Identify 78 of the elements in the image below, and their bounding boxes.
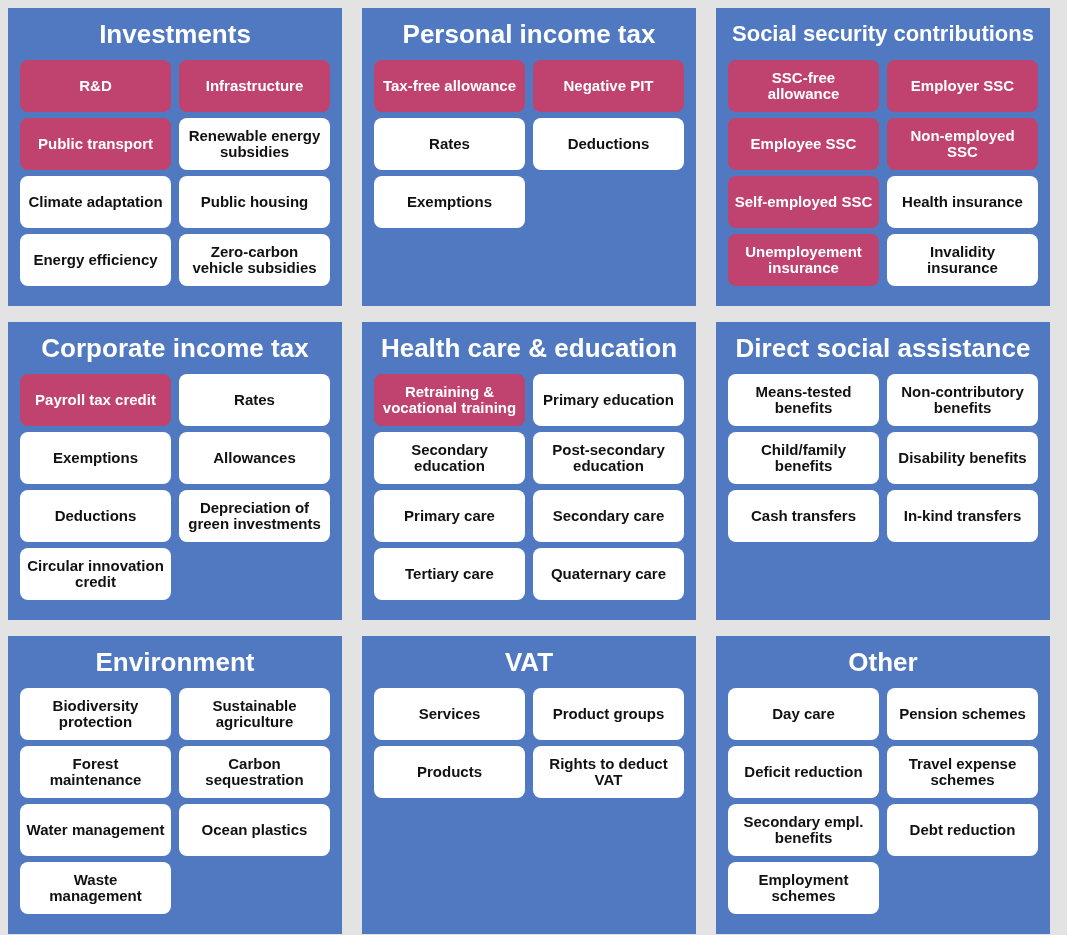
panel-title: Environment [94, 646, 256, 679]
item-box: Cash transfers [728, 490, 879, 542]
item-box: Deductions [533, 118, 684, 170]
item-box: Means-tested benefits [728, 374, 879, 426]
item-box: Climate adaptation [20, 176, 171, 228]
item-box: Allowances [179, 432, 330, 484]
item-box: Rates [374, 118, 525, 170]
highlighted-item-box: Retraining & vocational training [374, 374, 525, 426]
item-box: Invalidity insurance [887, 234, 1038, 286]
highlighted-item-box: Payroll tax credit [20, 374, 171, 426]
item-box: Health insurance [887, 176, 1038, 228]
item-box: Deficit reduction [728, 746, 879, 798]
item-box: Rights to deduct VAT [533, 746, 684, 798]
item-box: Zero-carbon vehicle subsidies [179, 234, 330, 286]
item-box: Quaternary care [533, 548, 684, 600]
item-box: Ocean plastics [179, 804, 330, 856]
category-panel [362, 8, 696, 306]
highlighted-item-box: Negative PIT [533, 60, 684, 112]
item-box: Exemptions [20, 432, 171, 484]
highlighted-item-box: Non-employed SSC [887, 118, 1038, 170]
item-box: Post-secondary education [533, 432, 684, 484]
item-box: Day care [728, 688, 879, 740]
highlighted-item-box: Employee SSC [728, 118, 879, 170]
item-box: Exemptions [374, 176, 525, 228]
item-box: Non-contributory benefits [887, 374, 1038, 426]
item-box: Carbon sequestration [179, 746, 330, 798]
item-box: Employment schemes [728, 862, 879, 914]
highlighted-item-box: Unemployement insurance [728, 234, 879, 286]
item-box: Travel expense schemes [887, 746, 1038, 798]
category-panel [362, 636, 696, 934]
highlighted-item-box: Public transport [20, 118, 171, 170]
item-box: Renewable energy subsidies [179, 118, 330, 170]
highlighted-item-box: Self-employed SSC [728, 176, 879, 228]
item-box: In-kind transfers [887, 490, 1038, 542]
highlighted-item-box: Tax-free allowance [374, 60, 525, 112]
category-panel [716, 322, 1050, 620]
panel-title: Other [847, 646, 919, 679]
highlighted-item-box: Infrastructure [179, 60, 330, 112]
item-box: Deductions [20, 490, 171, 542]
category-panel [716, 8, 1050, 306]
item-box: Forest maintenance [20, 746, 171, 798]
item-box: Disability benefits [887, 432, 1038, 484]
item-box: Secondary care [533, 490, 684, 542]
item-box: Debt reduction [887, 804, 1038, 856]
highlighted-item-box: Employer SSC [887, 60, 1038, 112]
item-box: Products [374, 746, 525, 798]
panel-title: Investments [98, 18, 252, 51]
item-box: Pension schemes [887, 688, 1038, 740]
category-panel [716, 636, 1050, 934]
panel-title: Social security contributions [731, 20, 1035, 48]
item-box: Sustainable agriculture [179, 688, 330, 740]
category-panel [362, 322, 696, 620]
panel-title: Direct social assistance [734, 332, 1032, 365]
highlighted-item-box: R&D [20, 60, 171, 112]
item-box: Tertiary care [374, 548, 525, 600]
category-panel [8, 322, 342, 620]
panel-title: Personal income tax [401, 18, 657, 51]
item-box: Primary education [533, 374, 684, 426]
item-box: Waste management [20, 862, 171, 914]
item-box: Services [374, 688, 525, 740]
item-box: Child/family benefits [728, 432, 879, 484]
item-box: Secondary empl. benefits [728, 804, 879, 856]
item-box: Product groups [533, 688, 684, 740]
panel-title: VAT [503, 646, 555, 679]
panel-title: Corporate income tax [40, 332, 310, 365]
highlighted-item-box: SSC-free allowance [728, 60, 879, 112]
item-box: Biodiversity protection [20, 688, 171, 740]
item-box: Water management [20, 804, 171, 856]
item-box: Secondary education [374, 432, 525, 484]
category-panel [8, 8, 342, 306]
category-panel [8, 636, 342, 934]
panel-title: Health care & education [379, 332, 679, 365]
item-box: Public housing [179, 176, 330, 228]
item-box: Rates [179, 374, 330, 426]
item-box: Circular innovation credit [20, 548, 171, 600]
item-box: Primary care [374, 490, 525, 542]
item-box: Energy efficiency [20, 234, 171, 286]
item-box: Depreciation of green investments [179, 490, 330, 542]
